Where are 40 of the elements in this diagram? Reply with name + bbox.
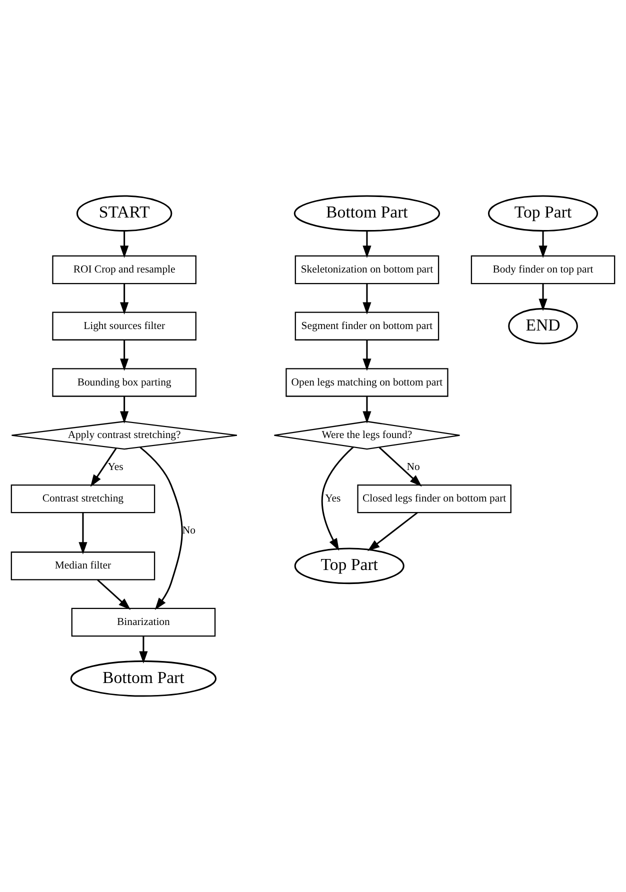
arrow — [362, 284, 372, 314]
node-ellipse: Top Part — [294, 548, 404, 584]
arrow — [362, 396, 372, 424]
arrow — [321, 446, 354, 551]
arrow — [97, 579, 131, 610]
node-box: Body finder on top part — [470, 255, 616, 284]
node-ellipse: START — [76, 195, 172, 232]
node-box: Binarization — [71, 608, 216, 637]
arrow — [139, 636, 148, 664]
node-box: Open legs matching on bottom part — [286, 368, 448, 397]
arrow — [362, 230, 372, 258]
arrow — [120, 284, 129, 314]
node-ellipse: Top Part — [488, 195, 598, 232]
node-diamond: Were the legs found? — [274, 420, 460, 450]
edge-label: No — [406, 460, 420, 473]
node-box: Closed legs finder on bottom part — [357, 484, 512, 514]
arrow — [120, 230, 129, 258]
arrow — [367, 512, 418, 552]
edge-label: Yes — [325, 492, 341, 505]
node-ellipse: END — [508, 308, 578, 344]
node-diamond: Apply contrast stretching? — [11, 420, 238, 450]
arrow — [140, 446, 183, 610]
node-box: ROI Crop and resample — [52, 255, 196, 284]
arrow — [78, 512, 88, 554]
edge-label: Yes — [108, 460, 124, 473]
node-box: Contrast stretching — [10, 484, 156, 514]
node-box: Segment finder on bottom part — [294, 312, 440, 340]
node-box: Bounding box parting — [52, 368, 196, 397]
arrow — [538, 284, 548, 311]
arrow — [90, 448, 117, 487]
arrow — [362, 340, 372, 371]
node-box: Median filter — [10, 552, 156, 580]
node-box: Skeletonization on bottom part — [294, 255, 440, 284]
node-ellipse: Bottom Part — [70, 660, 217, 697]
arrow — [378, 446, 422, 487]
arrow — [120, 396, 129, 424]
node-ellipse: Bottom Part — [294, 195, 440, 232]
arrow — [120, 340, 129, 371]
arrow — [538, 230, 548, 258]
node-box: Light sources filter — [52, 312, 196, 340]
